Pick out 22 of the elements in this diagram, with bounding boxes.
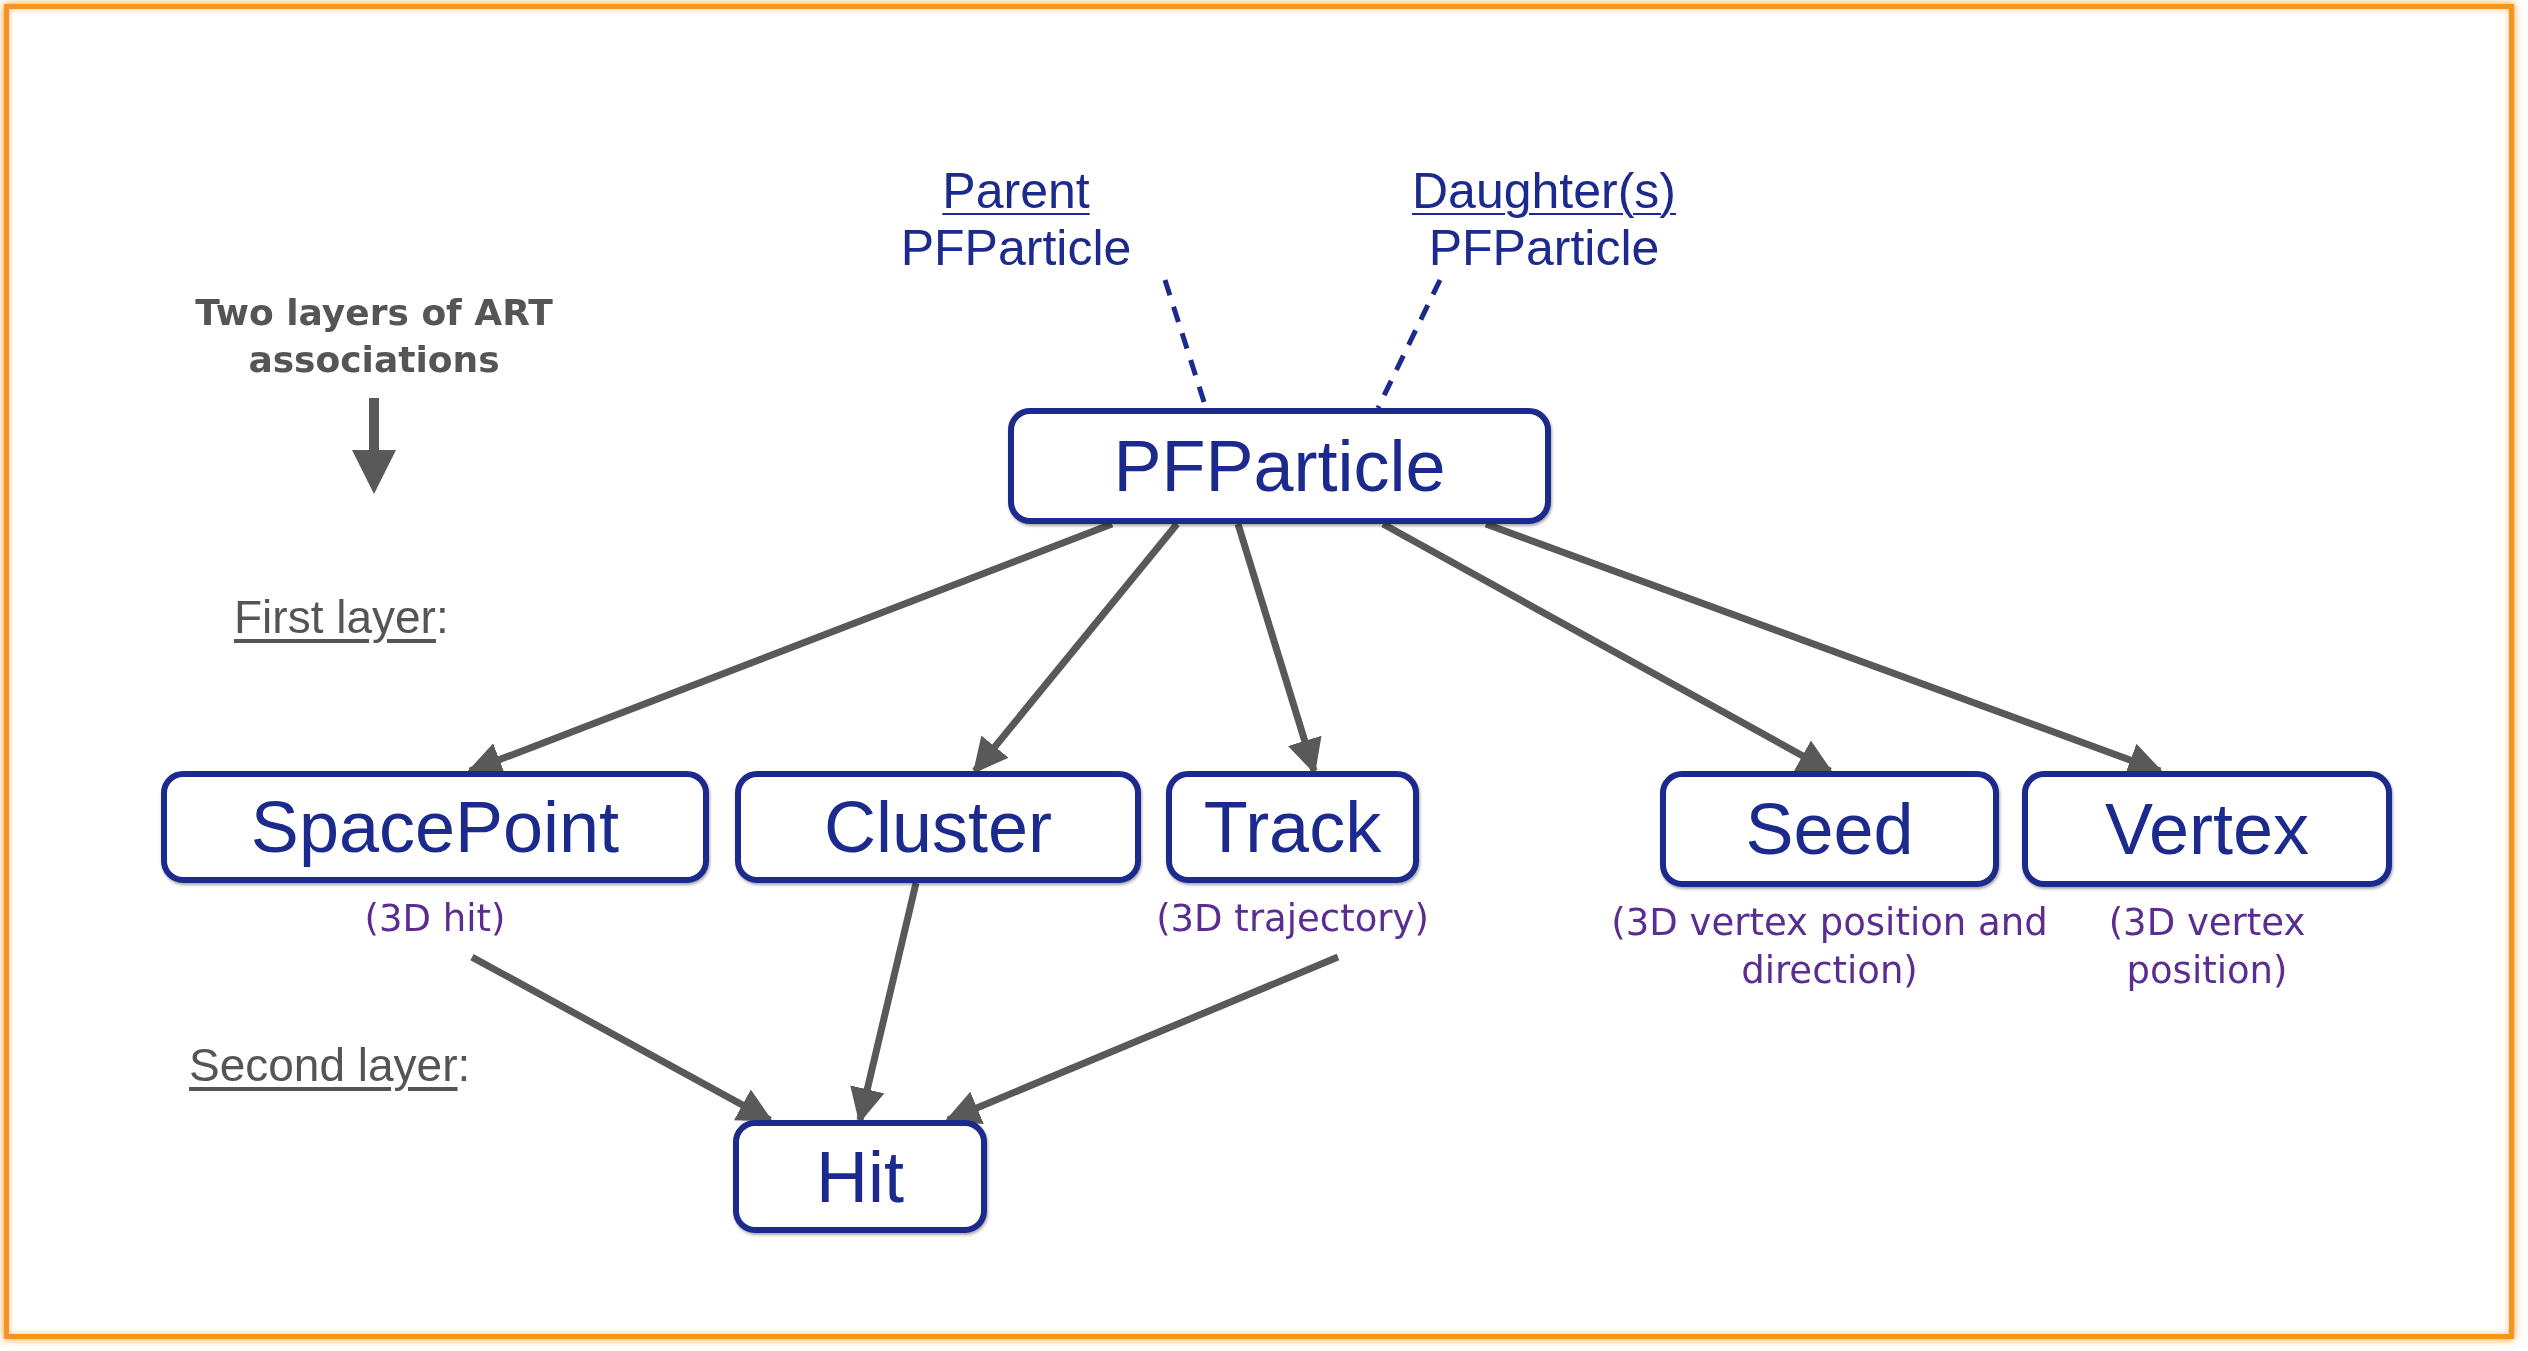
note-text: Two layers of ART associations <box>194 291 554 382</box>
class-box: SpacePoint <box>161 771 709 883</box>
relation-label: Parent <box>942 162 1090 220</box>
class-name: PFParticle <box>1428 220 1660 278</box>
description-text: (3D vertex position and direction) <box>1610 900 2049 995</box>
class-box: Vertex <box>2022 771 2392 887</box>
arrow <box>470 954 774 1124</box>
class-box: PFParticle <box>1008 408 1551 524</box>
layer-label: First layer: <box>234 590 449 644</box>
arrow <box>944 953 1340 1124</box>
description-text: (3D hit) <box>363 896 507 942</box>
class-box: Seed <box>1660 771 1999 887</box>
dashed-connector <box>1375 278 1443 410</box>
layer-label: Second layer: <box>189 1038 471 1092</box>
arrow <box>972 521 1180 774</box>
class-name: PFParticle <box>900 220 1132 278</box>
description-text: (3D trajectory) <box>1155 896 1430 942</box>
relation-label: Daughter(s) <box>1412 162 1676 220</box>
description-text: (3D vertex position) <box>2107 900 2307 995</box>
class-box: Cluster <box>735 771 1141 883</box>
class-box: Track <box>1166 771 1419 883</box>
class-box: Hit <box>733 1120 987 1233</box>
